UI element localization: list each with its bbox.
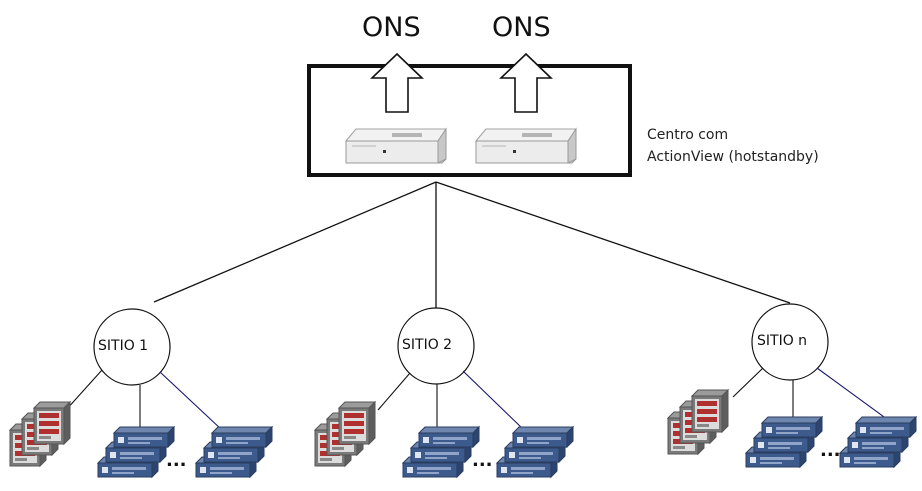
network-device-icon	[98, 427, 174, 477]
uplink-sitio-n	[435, 181, 791, 304]
ons-label-left: ONS	[362, 12, 421, 43]
site-label-2: SITIO 2	[402, 337, 453, 353]
uplinks	[153, 181, 791, 309]
panel-meter-icon	[315, 402, 375, 466]
site-label-n: SITIO n	[757, 333, 808, 349]
network-device-icon	[746, 417, 822, 467]
panel-meter-icon	[668, 390, 728, 454]
server-icon	[345, 128, 447, 164]
site-label-1: SITIO 1	[98, 338, 149, 354]
center-caption-line-1: Centro com	[647, 127, 729, 143]
center-caption-line-2: ActionView (hotstandby)	[647, 149, 819, 165]
ons-label-right: ONS	[492, 12, 551, 43]
site-circle-1	[93, 308, 171, 386]
uplink-sitio-1	[153, 181, 437, 303]
network-device-icon	[840, 417, 916, 467]
server-icon	[475, 128, 577, 164]
site-1-links	[65, 369, 223, 431]
site-2-links	[377, 370, 525, 431]
ellipsis: ...	[472, 450, 493, 471]
panel-meter-icon	[10, 402, 70, 466]
ellipsis: ...	[166, 450, 187, 471]
site-circle-n	[751, 303, 829, 381]
site-circle-2	[397, 307, 475, 385]
ellipsis: ...	[820, 440, 841, 461]
center-caption: Centro com ActionView (hotstandby)	[647, 124, 819, 168]
network-device-icon	[497, 427, 573, 477]
network-device-icon	[403, 427, 479, 477]
site-n-links	[732, 367, 896, 426]
network-device-icon	[196, 427, 272, 477]
